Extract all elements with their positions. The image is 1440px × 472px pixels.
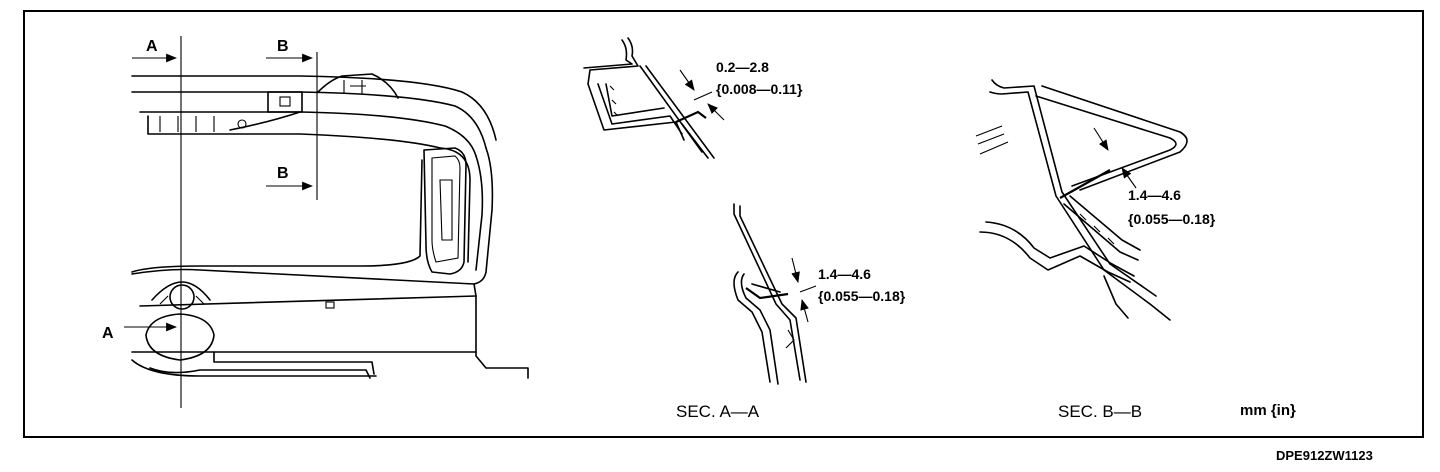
figure-frame xyxy=(23,10,1424,438)
dim-a1-line2: {0.008—0.11} xyxy=(716,81,803,97)
dim-arrow-a2-top xyxy=(791,257,800,284)
section-a-lower-detail xyxy=(733,203,807,385)
dim-arrow-b-top xyxy=(1093,127,1109,151)
label-a-top: A xyxy=(146,38,158,55)
dim-leader-a1 xyxy=(693,91,713,101)
dim-arrow-a2-bottom xyxy=(800,298,809,323)
dim-arrow-a1-top xyxy=(679,69,695,91)
dim-a1-line1: 0.2—2.8 xyxy=(716,59,769,75)
label-a-bottom: A xyxy=(102,325,114,342)
figure-code: DPE912ZW1123 xyxy=(1276,448,1373,463)
dim-arrow-b-bottom xyxy=(1121,167,1137,189)
dim-leader-a2 xyxy=(799,285,817,293)
dim-b-line2: {0.055—0.18} xyxy=(1128,211,1216,227)
section-a-upper-detail xyxy=(583,37,715,159)
body-panel-overview xyxy=(131,73,529,379)
section-b-title: SEC. B—B xyxy=(1058,402,1142,421)
units-label: mm {in} xyxy=(1240,402,1296,419)
label-b-bottom: B xyxy=(277,165,289,182)
section-a-title: SEC. A—A xyxy=(676,402,760,421)
dim-arrow-a1-bottom xyxy=(707,103,725,121)
dim-a2-line2: {0.055—0.18} xyxy=(818,288,906,304)
section-b-detail xyxy=(975,79,1188,321)
dim-b-line1: 1.4—4.6 xyxy=(1128,187,1181,203)
label-b-top: B xyxy=(277,38,289,55)
dim-a2-line1: 1.4—4.6 xyxy=(818,266,871,282)
